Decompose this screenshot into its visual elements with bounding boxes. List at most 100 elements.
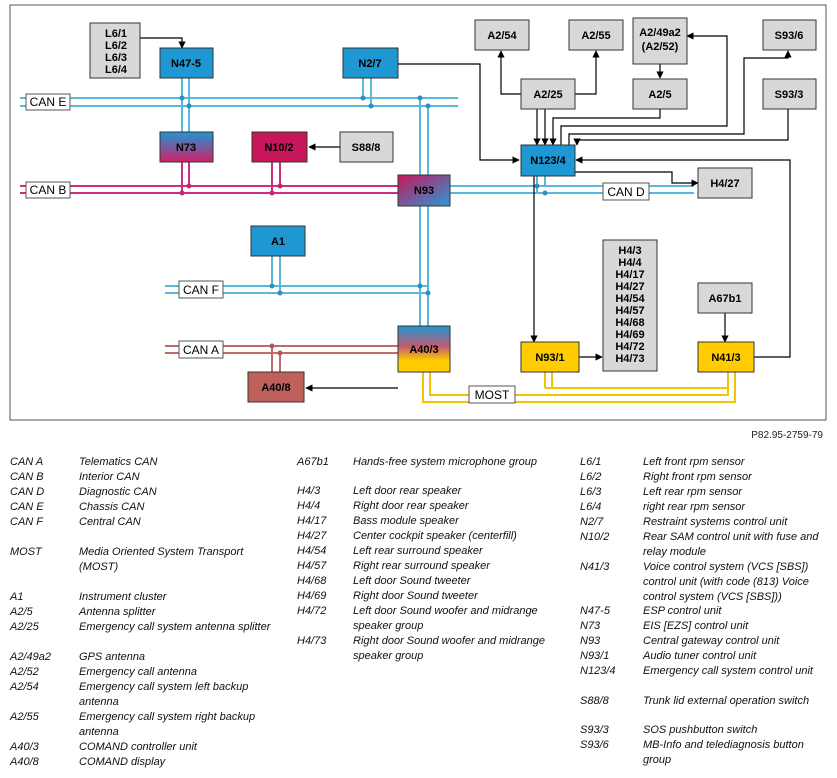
legend-description: Left door Sound woofer and midrange spea… <box>353 605 538 632</box>
legend-description: Rear SAM control unit with fuse and rela… <box>643 531 819 558</box>
a2-52-label: (A2/52) <box>642 41 679 53</box>
h4-label: H4/3 <box>618 245 641 257</box>
legend-term: CAN A <box>10 456 44 468</box>
a67b1-label: A67b1 <box>708 293 741 305</box>
legend-term: A40/8 <box>10 756 39 768</box>
legend-description: Instrument cluster <box>79 591 167 603</box>
legend-term: H4/57 <box>297 560 327 572</box>
legend-term: H4/73 <box>297 635 327 647</box>
legend-term: N123/4 <box>580 665 616 677</box>
a40-8-label: A40/8 <box>261 382 290 394</box>
a2-25-label: A2/25 <box>533 89 562 101</box>
h4-27-box: H4/27 <box>697 167 753 199</box>
legend-description: ESP control unit <box>643 605 722 617</box>
n47-5-label: N47-5 <box>171 58 201 70</box>
legend-term: L6/2 <box>580 471 602 483</box>
legend-term: CAN E <box>10 501 44 513</box>
can-d-tag: CAN D <box>602 182 650 201</box>
n41-3-box: N41/3 <box>697 341 755 373</box>
legend-term: N41/3 <box>580 561 610 573</box>
legend-description: Diagnostic CAN <box>79 486 157 498</box>
can-a-junction-dots <box>269 343 283 356</box>
h4-label: H4/4 <box>618 257 642 269</box>
legend-description: Left door rear speaker <box>353 485 462 497</box>
can-d-bus <box>450 176 694 194</box>
legend-term: H4/17 <box>297 515 327 527</box>
legend-term: H4/54 <box>297 545 327 557</box>
legend-description: Bass module speaker <box>353 515 459 527</box>
legend-description: Audio tuner control unit <box>643 650 757 662</box>
legend-description: Central CAN <box>79 516 141 528</box>
legend-description: Telematics CAN <box>79 456 158 468</box>
n93-1-label: N93/1 <box>535 352 564 364</box>
a2-55-box: A2/55 <box>568 19 624 51</box>
legend-term: S93/6 <box>580 739 609 751</box>
legend-term: N47-5 <box>580 605 610 617</box>
a2-25-box: A2/25 <box>520 78 576 110</box>
can-d-label: CAN D <box>607 185 645 199</box>
n41-3-label: N41/3 <box>711 352 740 364</box>
h4-label: H4/73 <box>615 353 644 365</box>
legend-description: Right door Sound tweeter <box>353 590 478 602</box>
can-e-tag: CAN E <box>25 93 71 111</box>
legend-description: Center cockpit speaker (centerfill) <box>353 530 517 542</box>
legend-term: A2/54 <box>10 681 39 693</box>
legend-description: Emergency call system antenna splitter <box>79 621 271 633</box>
l6-label: L6/1 <box>105 28 127 40</box>
legend-term: N10/2 <box>580 531 610 543</box>
legend-description: COMAND display <box>79 756 166 768</box>
legend-description: EIS [EZS] control unit <box>643 620 749 632</box>
legend-term: A2/52 <box>10 666 39 678</box>
legend-term: N2/7 <box>580 516 604 528</box>
s93-3-label: S93/3 <box>775 89 804 101</box>
legend-term: CAN B <box>10 471 44 483</box>
can-a-label: CAN A <box>183 343 219 357</box>
can-e-bus <box>20 78 458 133</box>
n73-box: N73 <box>159 131 214 163</box>
h4-label: H4/54 <box>615 293 645 305</box>
n93-box: N93 <box>397 174 451 207</box>
legend-term: L6/3 <box>580 486 602 498</box>
l6-label: L6/3 <box>105 52 127 64</box>
l6-group-box: L6/1 L6/2 L6/3 L6/4 <box>89 22 141 79</box>
h4-label: H4/27 <box>615 281 644 293</box>
legend-description: MB-Info and telediagnosis button group <box>643 739 804 766</box>
legend-description: Right rear surround speaker <box>353 560 490 572</box>
legend-description: Left front rpm sensor <box>643 456 745 468</box>
a2-49a2-label: A2/49a2 <box>639 27 681 39</box>
a2-55-label: A2/55 <box>581 30 610 42</box>
legend-description: Central gateway control unit <box>643 635 780 647</box>
a2-5-box: A2/5 <box>632 78 688 110</box>
can-b-bus <box>20 162 400 194</box>
legend-term: N93/1 <box>580 650 610 662</box>
legend-term: MOST <box>10 546 42 558</box>
legend-description: Restraint systems control unit <box>643 516 788 528</box>
bus-junction-dots <box>179 95 548 296</box>
legend-description: Emergency call system right backup anten… <box>79 711 256 738</box>
legend-term: S93/3 <box>580 724 609 736</box>
legend-description: Left rear rpm sensor <box>643 486 743 498</box>
legend-description: Hands-free system microphone group <box>353 456 538 468</box>
legend-description: GPS antenna <box>79 651 146 663</box>
a1-box: A1 <box>250 225 306 257</box>
n2-7-label: N2/7 <box>358 58 381 70</box>
legend-term: L6/1 <box>580 456 602 468</box>
legend-term: H4/68 <box>297 575 327 587</box>
most-tag: MOST <box>468 385 516 404</box>
legend-description: Voice control system (VCS [SBS]) control… <box>643 561 809 603</box>
h4-27-label: H4/27 <box>710 178 739 190</box>
legend-description: Chassis CAN <box>79 501 145 513</box>
a1-label: A1 <box>271 236 285 248</box>
a2-54-label: A2/54 <box>487 30 517 42</box>
component-boxes: L6/1 L6/2 L6/3 L6/4 N47-5 N2/7 A2/54 A2/… <box>89 17 817 403</box>
s93-3-box: S93/3 <box>762 78 817 110</box>
legend-term: S88/8 <box>580 695 609 707</box>
a2-5-label: A2/5 <box>648 89 671 101</box>
legend-description: Right front rpm sensor <box>643 471 752 483</box>
legend-description: right rear rpm sensor <box>643 501 746 513</box>
a67b1-box: A67b1 <box>697 282 753 314</box>
most-label: MOST <box>475 388 510 402</box>
legend-term: L6/4 <box>580 501 602 513</box>
h4-group-box: H4/3 H4/4 H4/17 H4/27 H4/54 H4/57 H4/68 … <box>602 239 658 372</box>
n2-7-box: N2/7 <box>342 47 399 79</box>
